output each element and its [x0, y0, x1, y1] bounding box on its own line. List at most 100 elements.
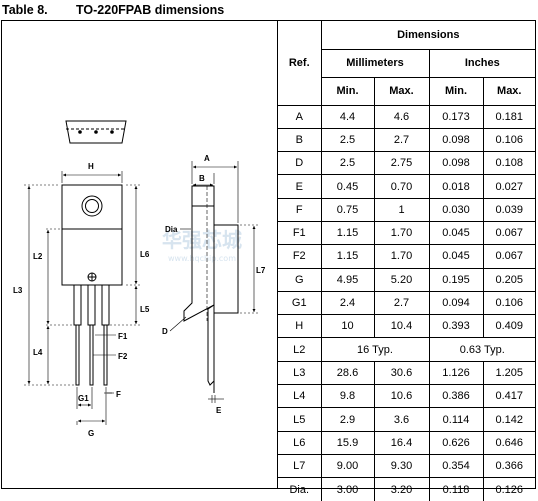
table-frame: 华强芯城 www.hqchip.com — [1, 20, 536, 501]
table-title: TO-220FPAB dimensions — [76, 3, 225, 17]
label-e: E — [216, 406, 222, 415]
mm-max-cell: 2.7 — [373, 290, 430, 316]
label-dia: Dia — [165, 225, 178, 234]
ref-cell: F1 — [278, 220, 322, 246]
mm-min-cell: 3.00 — [320, 477, 375, 501]
ref-cell: G — [278, 267, 322, 292]
label-g: G — [88, 429, 94, 438]
mm-min-cell: 0.45 — [320, 174, 375, 199]
mm-max-cell: 1 — [373, 197, 430, 222]
watermark: 华强芯城 www.hqchip.com — [162, 228, 242, 263]
package-drawing: 华强芯城 www.hqchip.com — [2, 21, 278, 488]
in-max-cell: 0.067 — [482, 244, 536, 269]
ref-cell: A — [278, 104, 322, 129]
in-min-cell: 0.018 — [428, 174, 484, 199]
dimension-labels: H L2 L3 L4 L6 L5 F1 F2 F G1 G A B Dia L7… — [13, 154, 266, 438]
mm-min-cell: 1.15 — [320, 220, 375, 246]
watermark-main: 华强芯城 — [162, 228, 242, 252]
label-f1: F1 — [118, 332, 128, 341]
mm-max-cell: 10.4 — [373, 314, 430, 339]
mm-min-cell: 4.95 — [320, 267, 375, 292]
label-l6: L6 — [140, 250, 150, 259]
mm-max-cell: 1.70 — [373, 220, 430, 246]
in-min-cell: 0.393 — [428, 314, 484, 339]
ref-cell: L3 — [278, 360, 322, 386]
in-max-cell: 0.126 — [482, 477, 536, 501]
mm-max-cell: 2.7 — [373, 127, 430, 153]
mm-min-cell: 9.8 — [320, 384, 375, 409]
mm-min-cell: 28.6 — [320, 360, 375, 386]
watermark-sub: www.hqchip.com — [168, 254, 236, 263]
ref-cell: L4 — [278, 384, 322, 409]
mm-max-cell: 10.6 — [373, 384, 430, 409]
label-b: B — [199, 174, 205, 183]
in-max-cell: 0.409 — [482, 314, 536, 339]
in-max-cell: 0.067 — [482, 220, 536, 246]
mm-min-cell: 2.4 — [320, 290, 375, 316]
ref-cell: H — [278, 314, 322, 339]
in-max-cell: 0.142 — [482, 407, 536, 432]
dimensions-header: Dimensions — [320, 21, 536, 50]
mm-min-header: Min. — [321, 76, 375, 106]
ref-cell: L2 — [278, 337, 322, 362]
in-max-cell: 0.106 — [482, 290, 536, 316]
ref-cell: F — [278, 197, 322, 222]
in-max-cell: 0.417 — [482, 384, 536, 409]
in-max-cell: 0.027 — [482, 174, 536, 199]
mm-typ-cell: 16 Typ. — [320, 337, 430, 362]
in-min-header: Min. — [428, 76, 484, 106]
in-min-cell: 0.030 — [428, 197, 484, 222]
label-l3: L3 — [13, 286, 23, 295]
ref-header: Ref. — [278, 21, 322, 106]
in-min-cell: 0.098 — [428, 127, 484, 153]
in-typ-cell: 0.63 Typ. — [428, 337, 536, 362]
label-l4: L4 — [33, 348, 43, 357]
in-min-cell: 0.094 — [428, 290, 484, 316]
mm-max-cell: 9.30 — [373, 453, 430, 479]
table-caption: Table 8.TO-220FPAB dimensions — [2, 3, 224, 19]
ref-cell: L7 — [278, 453, 322, 479]
in-min-cell: 1.126 — [428, 360, 484, 386]
mm-min-cell: 4.4 — [320, 104, 375, 129]
in-min-cell: 0.195 — [428, 267, 484, 292]
mm-min-cell: 2.9 — [320, 407, 375, 432]
mm-max-cell: 5.20 — [373, 267, 430, 292]
ref-cell: E — [278, 174, 322, 199]
in-max-cell: 0.366 — [482, 453, 536, 479]
dimensions-table: Ref. Dimensions Millimeters Inches Min. … — [278, 21, 536, 501]
in-max-cell: 1.205 — [482, 360, 536, 386]
ref-cell: L6 — [278, 430, 322, 455]
mm-min-cell: 2.5 — [320, 127, 375, 153]
front-dimensions — [24, 171, 140, 425]
mm-max-cell: 0.70 — [373, 174, 430, 199]
mm-max-header: Max. — [373, 76, 430, 106]
ref-cell: B — [278, 127, 322, 153]
ref-cell: F2 — [278, 244, 322, 269]
front-view — [61, 184, 123, 386]
in-max-header: Max. — [482, 76, 536, 106]
mm-max-cell: 30.6 — [373, 360, 430, 386]
ref-cell: Dia. — [278, 477, 322, 501]
mm-min-cell: 0.75 — [320, 197, 375, 222]
in-max-cell: 0.106 — [482, 127, 536, 153]
side-dimensions — [169, 161, 258, 403]
in-max-cell: 0.205 — [482, 267, 536, 292]
label-h: H — [88, 162, 94, 171]
in-min-cell: 0.045 — [428, 244, 484, 269]
mm-max-cell: 3.6 — [373, 407, 430, 432]
mm-max-cell: 2.75 — [373, 151, 430, 176]
